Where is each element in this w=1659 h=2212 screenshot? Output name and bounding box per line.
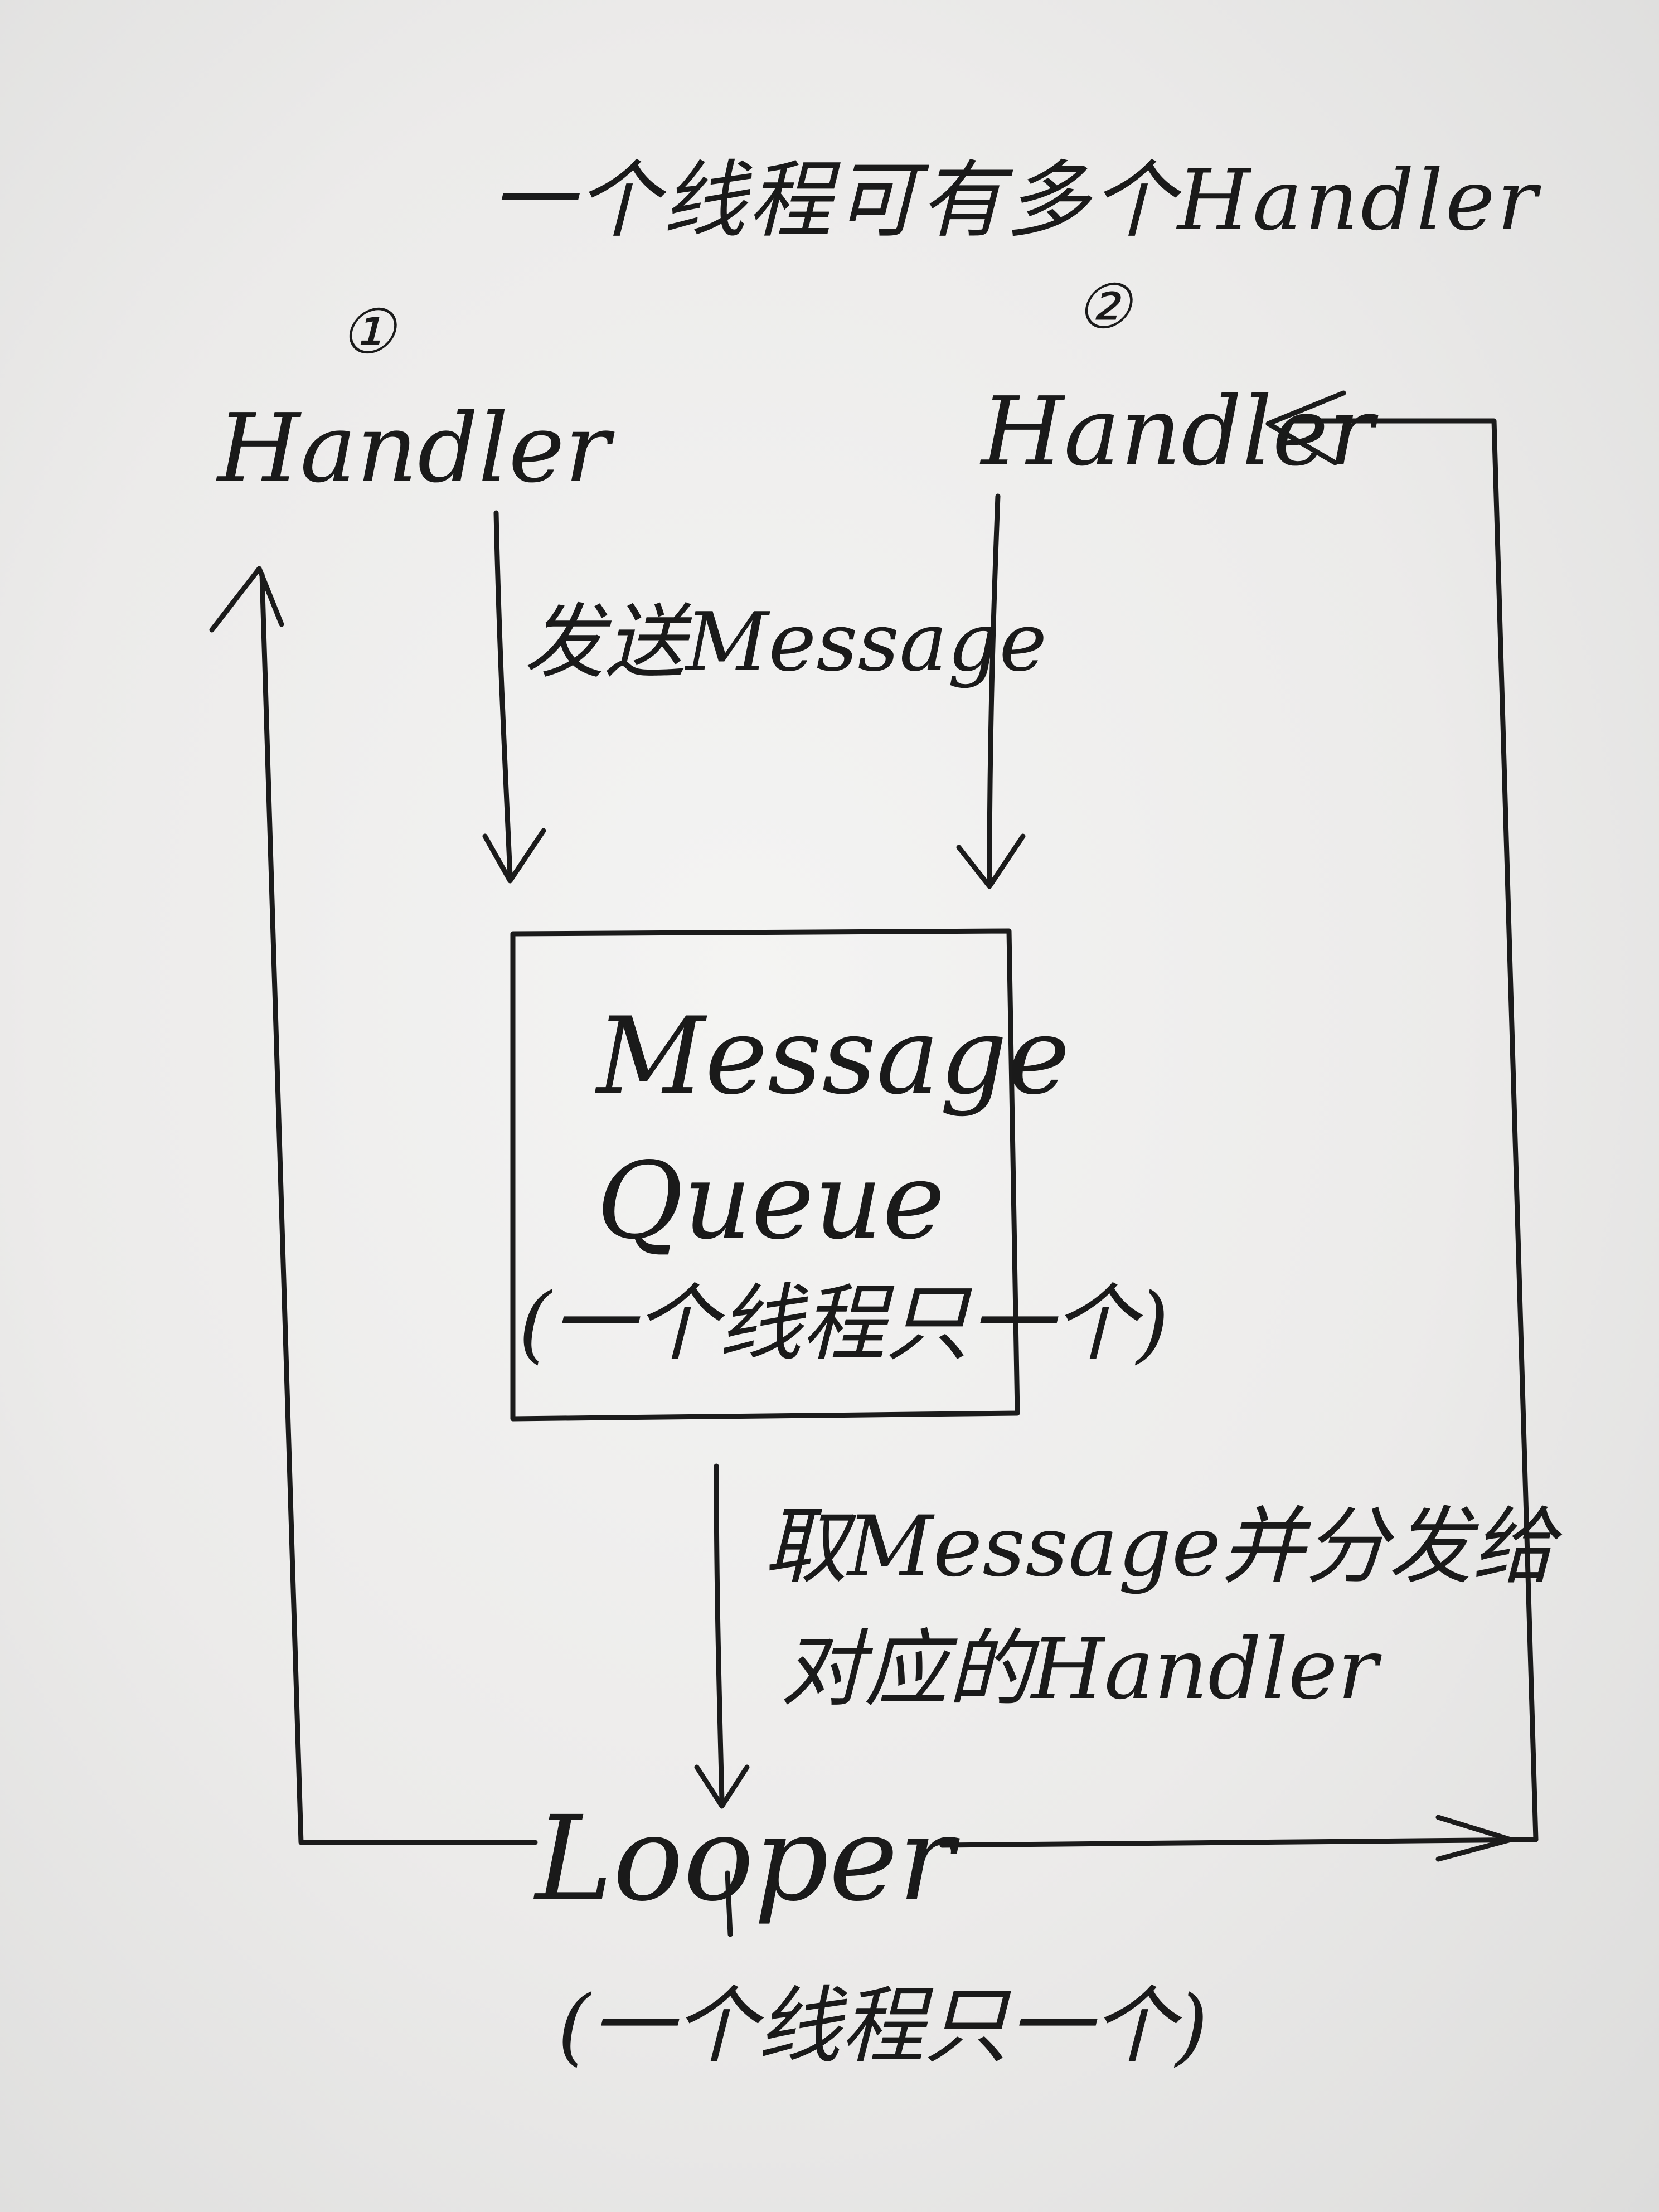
dispatch-label-line2: 对应的Handler: [780, 1621, 1378, 1718]
arrowhead-handler2-to-queue: [956, 833, 1026, 889]
looper-stem: [725, 1870, 733, 1937]
arrowhead-looper-to-handler2: [1265, 390, 1346, 465]
arrowhead-looper-right: [1435, 1815, 1514, 1862]
looper-note: (一个线程只一个): [557, 1978, 1209, 2075]
send-message-label: 发送Message: [524, 595, 1047, 690]
message-queue-box: [510, 928, 1020, 1422]
arrowhead-queue-to-looper: [694, 1764, 750, 1809]
looper-label: Looper: [535, 1791, 954, 1927]
arrow-looper-to-handler1: [259, 571, 538, 1845]
handler-right-number: ②: [1076, 271, 1131, 342]
arrow-queue-to-looper: [714, 1463, 725, 1803]
arrow-handler2-to-queue: [987, 493, 1001, 884]
handler-left-number: ①: [340, 296, 395, 367]
diagram-title: 一个线程可有多个Handler: [491, 152, 1540, 249]
arrowhead-looper-to-handler1: [209, 566, 284, 633]
message-queue-title-line2: Queue: [596, 1139, 945, 1263]
dispatch-label-line1: 取Message并分发给: [764, 1498, 1556, 1595]
arrow-looper-to-handler2: [939, 418, 1539, 1848]
arrowhead-handler1-to-queue: [482, 828, 546, 884]
handler-left-label: Handler: [217, 394, 610, 504]
message-queue-note: (一个线程只一个): [518, 1275, 1170, 1372]
handler-right-label: Handler: [981, 377, 1374, 487]
message-queue-title-line1: Message: [596, 995, 1070, 1118]
arrow-handler1-to-queue: [493, 510, 513, 878]
